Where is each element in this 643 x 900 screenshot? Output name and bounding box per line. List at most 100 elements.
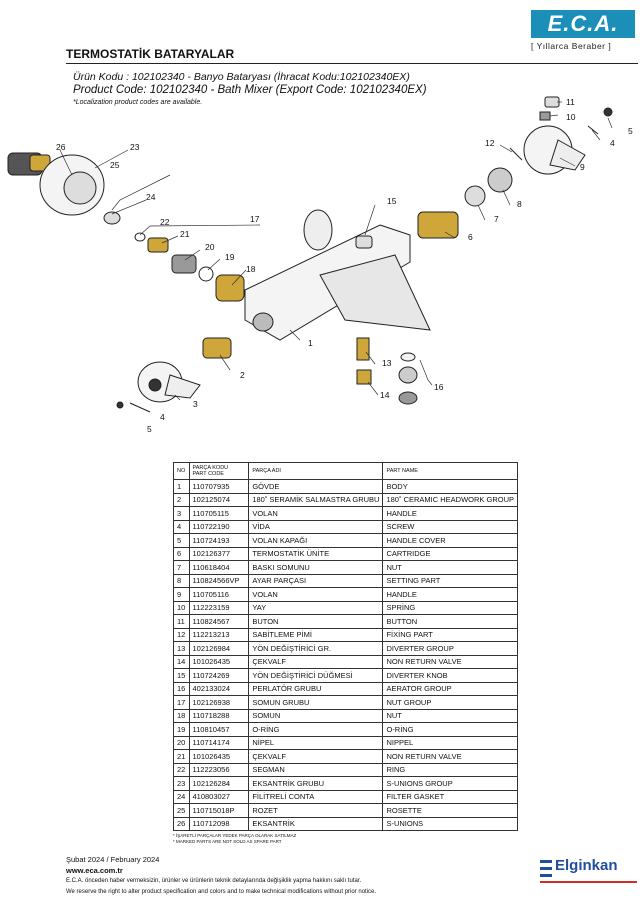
- row-part-code: 110724193: [188, 533, 250, 548]
- header-name-en: PART NAME: [382, 462, 518, 480]
- row-part-code: 110824566VP: [188, 573, 250, 588]
- row-name-en: NUT GROUP: [382, 695, 518, 710]
- part-26-s-union: [7, 152, 51, 176]
- page-title: TERMOSTATİK BATARYALAR: [66, 47, 235, 61]
- part-22-ring: [134, 232, 146, 242]
- row-name-en: RING: [382, 762, 518, 777]
- row-no: 3: [173, 506, 190, 521]
- part-4-screw-left: [129, 402, 151, 413]
- callout-19: 19: [225, 252, 235, 262]
- footnote-en: * MARKED PARTS ARE NOT SOLD AS SPARE PAR…: [173, 839, 282, 844]
- part-5-cover-right: [603, 107, 613, 117]
- row-part-code: 112213213: [188, 627, 250, 642]
- row-no: 6: [173, 546, 190, 561]
- row-no: 4: [173, 519, 190, 534]
- elginkan-logo-text: Elginkan: [555, 857, 618, 874]
- row-no: 8: [173, 573, 190, 588]
- callout-24: 24: [146, 192, 156, 202]
- row-name-tr: VOLAN: [248, 506, 384, 521]
- row-name-en: HANDLE COVER: [382, 533, 518, 548]
- callout-21: 21: [180, 229, 190, 239]
- row-no: 5: [173, 533, 190, 548]
- row-name-tr: YÖN DEĞİŞTİRİCİ GR.: [248, 641, 384, 656]
- header-name-tr: PARÇA ADI: [248, 462, 384, 480]
- footer-website-link[interactable]: www.eca.com.tr: [66, 866, 123, 875]
- eca-logo: E.C.A.: [531, 10, 635, 38]
- row-part-code: 102125074: [188, 492, 250, 507]
- row-name-tr: NİPEL: [248, 735, 384, 750]
- elginkan-logo-icon: [540, 860, 552, 877]
- row-name-en: DIVERTER KNOB: [382, 668, 518, 683]
- row-name-en: DIVERTER GROUP: [382, 641, 518, 656]
- row-part-code: 102126284: [188, 776, 250, 791]
- row-part-code: 102126377: [188, 546, 250, 561]
- row-name-tr: O-RİNG: [248, 722, 384, 737]
- row-part-code: 102126984: [188, 641, 250, 656]
- callout-9: 9: [580, 162, 585, 172]
- part-3-handle: [137, 361, 201, 403]
- row-name-tr: GÖVDE: [248, 479, 384, 494]
- row-no: 12: [173, 627, 190, 642]
- row-part-code: 110718288: [188, 708, 250, 723]
- callout-4: 4: [610, 138, 615, 148]
- row-name-en: S-UNIONS: [382, 816, 518, 831]
- row-part-code: 112223159: [188, 600, 250, 615]
- row-no: 7: [173, 560, 190, 575]
- row-name-en: BUTTON: [382, 614, 518, 629]
- row-no: 10: [173, 600, 190, 615]
- callout-13: 13: [382, 358, 392, 368]
- row-part-code: 110618404: [188, 560, 250, 575]
- row-name-en: SETTING PART: [382, 573, 518, 588]
- part-20-nipple: [171, 254, 197, 274]
- callout-5: 5: [628, 126, 633, 136]
- callout-12: 12: [485, 138, 495, 148]
- row-name-en: NON RETURN VALVE: [382, 749, 518, 764]
- row-no: 16: [173, 681, 190, 696]
- row-name-en: NUT: [382, 560, 518, 575]
- row-name-en: NUT: [382, 708, 518, 723]
- callout-22: 22: [160, 217, 170, 227]
- callout-23: 23: [130, 142, 140, 152]
- footer-date: Şubat 2024 / February 2024: [66, 855, 160, 864]
- row-no: 23: [173, 776, 190, 791]
- row-part-code: 110715018P: [188, 803, 250, 818]
- row-part-code: 110724269: [188, 668, 250, 683]
- row-name-tr: BASKI SOMUNU: [248, 560, 384, 575]
- callout-20: 20: [205, 242, 215, 252]
- part-8-setting-part: [487, 167, 513, 193]
- row-part-code: 112223056: [188, 762, 250, 777]
- row-name-tr: FİLİTRELİ CONTA: [248, 789, 384, 804]
- row-name-tr: SOMUN GRUBU: [248, 695, 384, 710]
- row-name-en: ROSETTE: [382, 803, 518, 818]
- part-18-nut: [215, 274, 245, 302]
- row-name-en: SCREW: [382, 519, 518, 534]
- row-name-en: AERATOR GROUP: [382, 681, 518, 696]
- part-12-fixing-pin: [509, 147, 523, 161]
- row-name-tr: EKSANTRİK: [248, 816, 384, 831]
- part-9-handle: [523, 125, 586, 175]
- row-name-en: FILTER GASKET: [382, 789, 518, 804]
- row-name-tr: YAY: [248, 600, 384, 615]
- row-no: 24: [173, 789, 190, 804]
- row-part-code: 101026435: [188, 749, 250, 764]
- product-code-tr: Ürün Kodu : 102102340 - Banyo Bataryası …: [73, 71, 410, 83]
- row-part-code: 110714174: [188, 735, 250, 750]
- row-part-code: 110722190: [188, 519, 250, 534]
- part-6-cartridge: [417, 211, 459, 239]
- part-16-aerator: [398, 352, 418, 405]
- callout-5-left: 5: [147, 424, 152, 434]
